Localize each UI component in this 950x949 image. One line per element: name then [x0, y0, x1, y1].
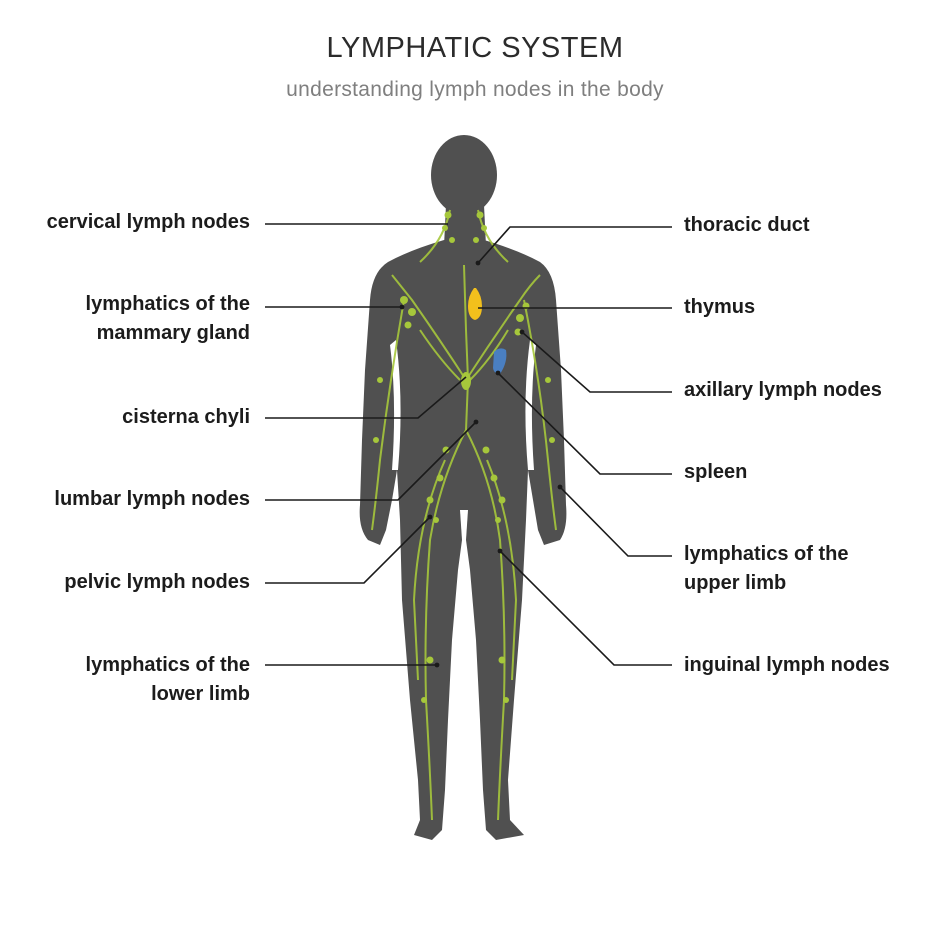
label-lymphatics-upper-limb: lymphatics of the upper limb	[684, 540, 848, 598]
label-line: pelvic lymph nodes	[64, 571, 250, 593]
label-line: cervical lymph nodes	[46, 211, 250, 233]
label-thymus: thymus	[684, 293, 755, 322]
label-line: lower limb	[151, 683, 250, 705]
label-line: mammary gland	[96, 322, 250, 344]
label-line: thymus	[684, 296, 756, 318]
label-line: upper limb	[684, 572, 787, 594]
spleen-organ	[493, 348, 507, 374]
label-axillary-lymph-nodes: axillary lymph nodes	[684, 376, 882, 405]
diagram-subtitle: understanding lymph nodes in the body	[286, 78, 664, 101]
diagram-title: LYMPHATIC SYSTEM	[326, 32, 624, 64]
leader-endpoints	[399, 260, 563, 668]
label-spleen: spleen	[684, 458, 747, 487]
label-line: inguinal lymph nodes	[684, 654, 890, 676]
label-pelvic-lymph-nodes: pelvic lymph nodes	[64, 568, 250, 597]
thymus-organ	[468, 288, 482, 320]
label-line: cisterna chyli	[122, 406, 250, 428]
label-line: lymphatics of the	[85, 654, 250, 676]
label-lumbar-lymph-nodes: lumbar lymph nodes	[54, 485, 250, 514]
label-line: axillary lymph nodes	[684, 379, 882, 401]
label-line: thoracic duct	[684, 214, 810, 236]
label-line: lumbar lymph nodes	[54, 488, 250, 510]
label-line: lymphatics of the	[85, 293, 250, 315]
label-cervical-lymph-nodes: cervical lymph nodes	[47, 208, 250, 237]
label-line: spleen	[684, 461, 748, 483]
label-line: lymphatics of the	[684, 543, 849, 565]
label-lymphatics-lower-limb: lymphatics of the lower limb	[86, 651, 250, 709]
cisterna-chyli-organ	[461, 372, 471, 390]
label-cisterna-chyli: cisterna chyli	[122, 403, 250, 432]
label-thoracic-duct: thoracic duct	[684, 211, 810, 240]
body-silhouette	[359, 135, 567, 840]
label-lymphatics-mammary-gland: lymphatics of the mammary gland	[86, 290, 250, 348]
leader-lines	[265, 223, 672, 666]
label-inguinal-lymph-nodes: inguinal lymph nodes	[684, 651, 890, 680]
